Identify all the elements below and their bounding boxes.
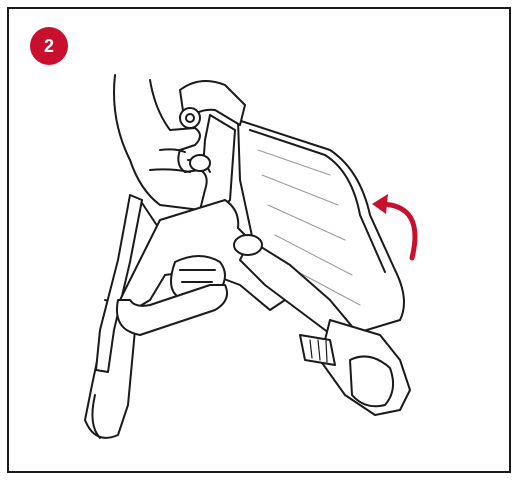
- step-number-badge: 2: [30, 27, 68, 65]
- step-number: 2: [44, 36, 54, 57]
